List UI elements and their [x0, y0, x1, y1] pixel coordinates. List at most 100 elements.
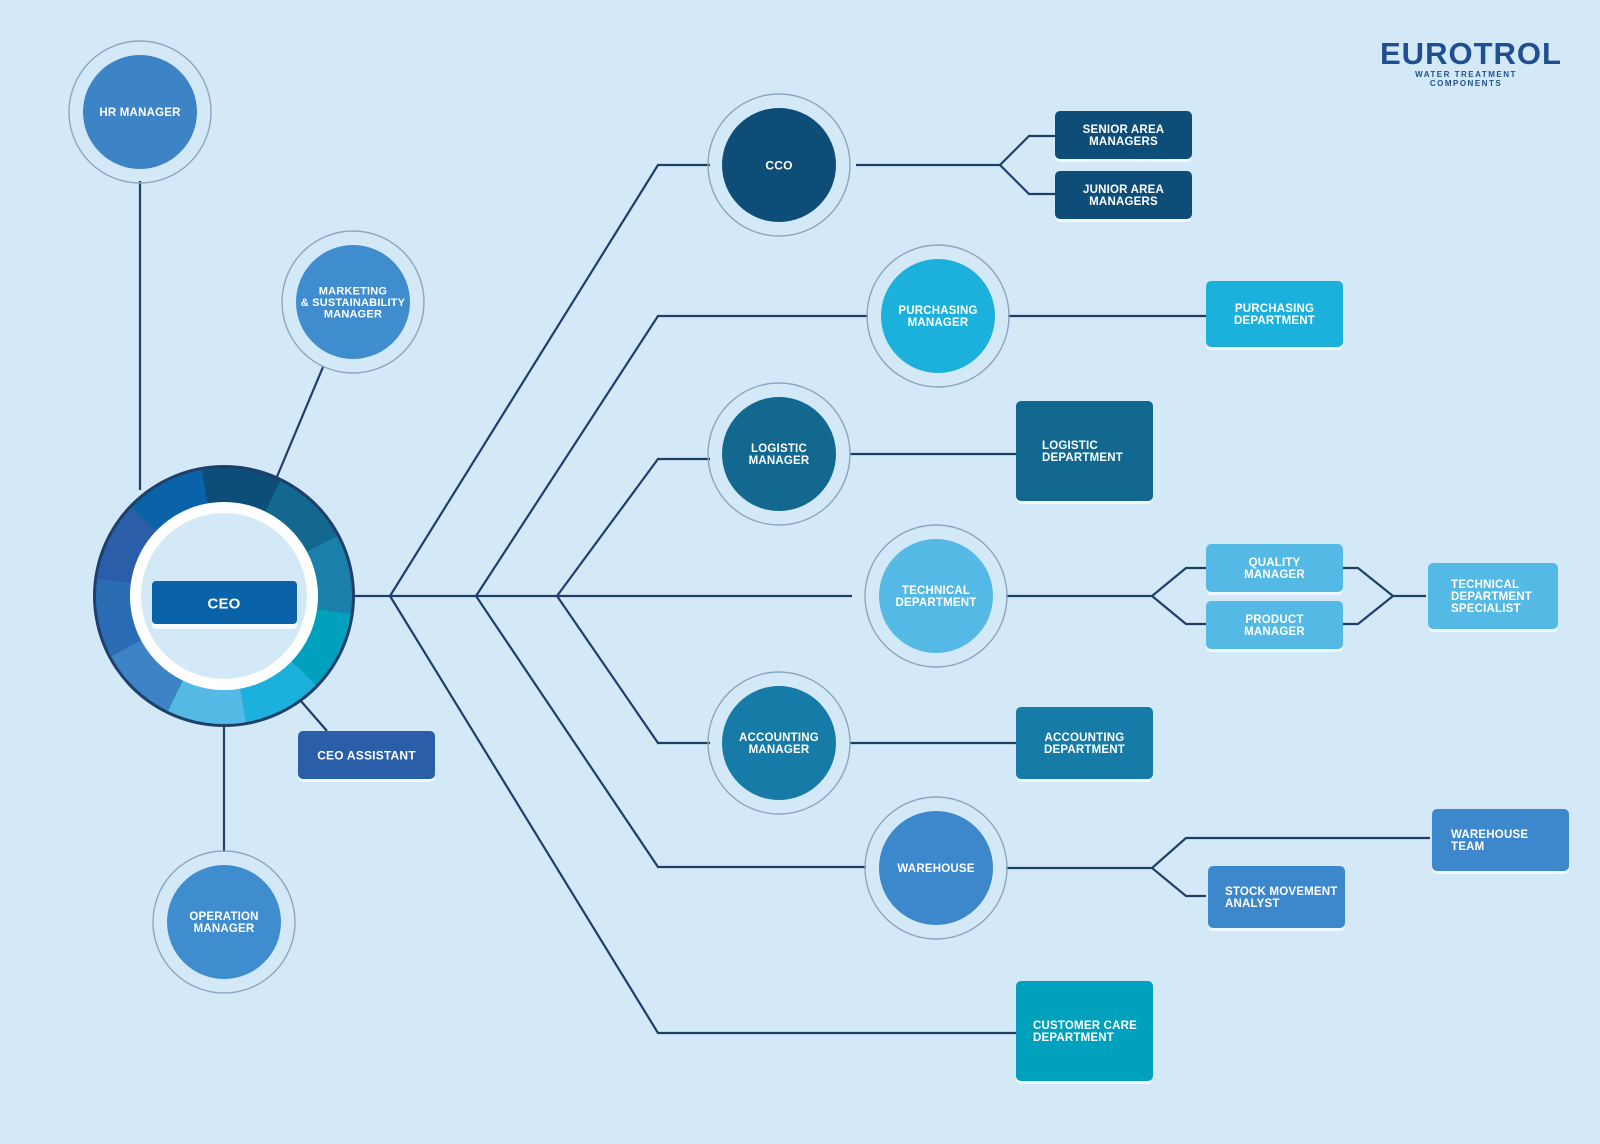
marketing-manager-node-disc — [296, 245, 410, 359]
ceo-hub-segment — [131, 469, 208, 532]
logistic-department-node-label: LOGISTIC — [1042, 440, 1098, 452]
logo-tagline: WATER TREATMENT COMPONENTS — [1415, 70, 1517, 88]
purchasing-department-node-box — [1206, 281, 1343, 347]
accounting-manager-node-ring — [707, 671, 851, 815]
logistic-manager-node-disc — [722, 397, 836, 511]
hr-manager-node: HR MANAGER — [68, 40, 212, 184]
logistic-department-node-box — [1016, 401, 1153, 501]
logistic-department-node-label: DEPARTMENT — [1042, 452, 1123, 464]
stock-movement-analyst-node-label: ANALYST — [1225, 898, 1280, 910]
marketing-manager-node-ring — [281, 230, 425, 374]
stock-movement-analyst-node-label: STOCK MOVEMENT — [1225, 886, 1337, 898]
accounting-manager-node-disc — [722, 686, 836, 800]
line-technical-branches — [1150, 566, 1206, 626]
technical-department-node-label: TECHNICAL — [902, 585, 970, 597]
operation-manager-node-disc — [167, 865, 281, 979]
accounting-department-node-label: DEPARTMENT — [1044, 744, 1125, 756]
warehouse-node-label: WAREHOUSE — [897, 863, 974, 875]
line-to-accounting — [556, 595, 710, 745]
ceo-hub-segment — [167, 679, 247, 725]
line-to-purchasing — [475, 314, 868, 597]
product-manager-node-label: MANAGER — [1244, 626, 1305, 638]
line-to-logistic — [556, 457, 710, 597]
logistic-manager-node-label: MANAGER — [749, 455, 810, 467]
technical-department-node-disc — [879, 539, 993, 653]
senior-area-managers-node-label: MANAGERS — [1089, 136, 1158, 148]
marketing-manager-node-label: MARKETING — [319, 285, 387, 297]
technical-department-specialist-node-label: SPECIALIST — [1451, 603, 1521, 615]
ceo-hub-segment — [264, 481, 337, 553]
purchasing-manager-node-label: PURCHASING — [898, 305, 977, 317]
logistic-manager-node-label: LOGISTIC — [751, 443, 807, 455]
hr-manager-node-disc — [83, 55, 197, 169]
senior-area-managers-node-label: SENIOR AREA — [1083, 124, 1165, 136]
marketing-manager-node-label: & SUSTAINABILITY — [301, 297, 406, 309]
line-ceo-assistant — [299, 699, 328, 732]
connector-lines — [138, 134, 1430, 1035]
accounting-department-node-label: ACCOUNTING — [1045, 732, 1125, 744]
product-manager-node-label: PRODUCT — [1245, 614, 1303, 626]
ceo-hub-segment — [290, 608, 351, 685]
accounting-manager-node-label: MANAGER — [749, 744, 810, 756]
logo-wordmark: EUROTROL — [1380, 36, 1562, 71]
operation-manager-node-label: MANAGER — [194, 923, 255, 935]
accounting-department-node-box — [1016, 707, 1153, 779]
cco-node-label: CCO — [765, 158, 792, 172]
junior-area-managers-node-box — [1055, 171, 1192, 219]
cco-node-disc — [722, 108, 836, 222]
warehouse-node: WAREHOUSE — [864, 796, 1008, 940]
operation-manager-node-ring — [152, 850, 296, 994]
warehouse-team-node-label: WAREHOUSE — [1451, 829, 1528, 841]
junior-area-managers-node-label: MANAGERS — [1089, 196, 1158, 208]
customer-care-department-node-label: CUSTOMER CARE — [1033, 1020, 1137, 1032]
warehouse-node-disc — [879, 811, 993, 925]
ceo-hub: CEO — [93, 465, 355, 727]
technical-department-specialist-node-box — [1428, 563, 1558, 629]
purchasing-department-node-label: DEPARTMENT — [1234, 315, 1315, 327]
warehouse-team-node-box — [1432, 809, 1569, 871]
technical-department-node-label: DEPARTMENT — [895, 597, 976, 609]
accounting-manager-node-label: ACCOUNTING — [739, 732, 819, 744]
ceo-hub-segment — [240, 660, 317, 723]
line-to-customer-care — [389, 595, 1016, 1035]
ceo-label: CEO — [207, 595, 240, 612]
technical-department-node-ring — [864, 524, 1008, 668]
technical-department-specialist-node-label: DEPARTMENT — [1451, 591, 1532, 603]
line-marketing-ceo — [274, 366, 325, 480]
line-warehouse-branches — [1150, 836, 1430, 898]
quality-manager-node-box — [1206, 544, 1343, 592]
ceo-assistant-node-label: CEO ASSISTANT — [317, 748, 416, 762]
cco-node: CCO — [707, 93, 851, 237]
ceo-box — [152, 581, 297, 624]
purchasing-manager-node-ring — [866, 244, 1010, 388]
line-technical-merge — [1341, 566, 1395, 626]
technical-department-specialist-node-label: TECHNICAL — [1451, 579, 1519, 591]
quality-manager-node-label: QUALITY — [1249, 557, 1301, 569]
eurotrol-logo: EUROTROL WATER TREATMENT COMPONENTS — [1380, 36, 1562, 89]
customer-care-department-node-label: DEPARTMENT — [1033, 1032, 1114, 1044]
hr-manager-node-label: HR MANAGER — [99, 107, 181, 119]
customer-care-department-node-box — [1016, 981, 1153, 1081]
warehouse-node-ring — [864, 796, 1008, 940]
ceo-hub-segment — [111, 639, 184, 711]
line-to-warehouse — [475, 595, 866, 869]
line-to-cco — [389, 163, 710, 597]
purchasing-department-node-label: PURCHASING — [1235, 303, 1314, 315]
ceo-assistant-node-box — [298, 731, 435, 779]
